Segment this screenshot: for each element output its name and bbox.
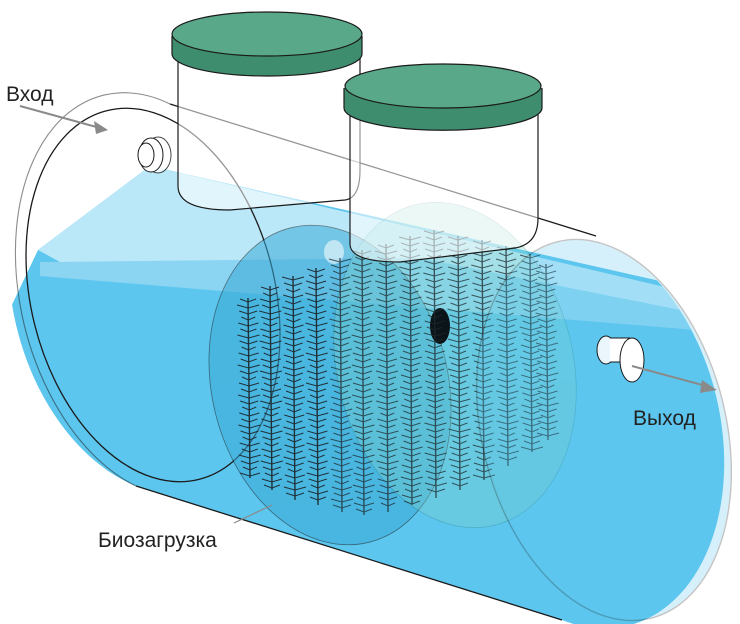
riser-1 — [171, 11, 363, 211]
biofilter-leader — [233, 504, 273, 524]
biofilter-brush-icon — [281, 275, 307, 501]
riser-2 — [343, 63, 543, 263]
biofilter-brush-icon — [305, 267, 329, 506]
outlet-label: Выход — [633, 407, 696, 430]
biofilter-brush-icon — [495, 245, 520, 467]
tank-right-end — [475, 238, 733, 622]
biofilter-brush-icon — [351, 249, 375, 516]
chamber-hole-icon — [430, 308, 450, 344]
biofilter-brush-icon — [535, 263, 560, 441]
outlet-arrow — [631, 365, 717, 393]
riser-1-lid — [171, 11, 363, 57]
biofilter-brush-icon — [519, 253, 544, 453]
riser-2-lid — [344, 63, 542, 109]
inlet-arrow — [19, 105, 108, 134]
biofilter-brush-icon — [446, 235, 471, 491]
pipe-inlet-icon — [137, 136, 172, 174]
inlet-label: Вход — [6, 83, 54, 106]
biofilter-brush-icon — [236, 297, 261, 479]
biofilter-brush-icon — [328, 257, 354, 513]
biofilter-label: Биозагрузка — [98, 529, 217, 552]
biofilter-brush-icon — [259, 285, 283, 491]
biofilter-brushes — [236, 229, 560, 516]
pipe-outlet-icon — [596, 335, 645, 383]
chamber-port — [324, 240, 344, 264]
